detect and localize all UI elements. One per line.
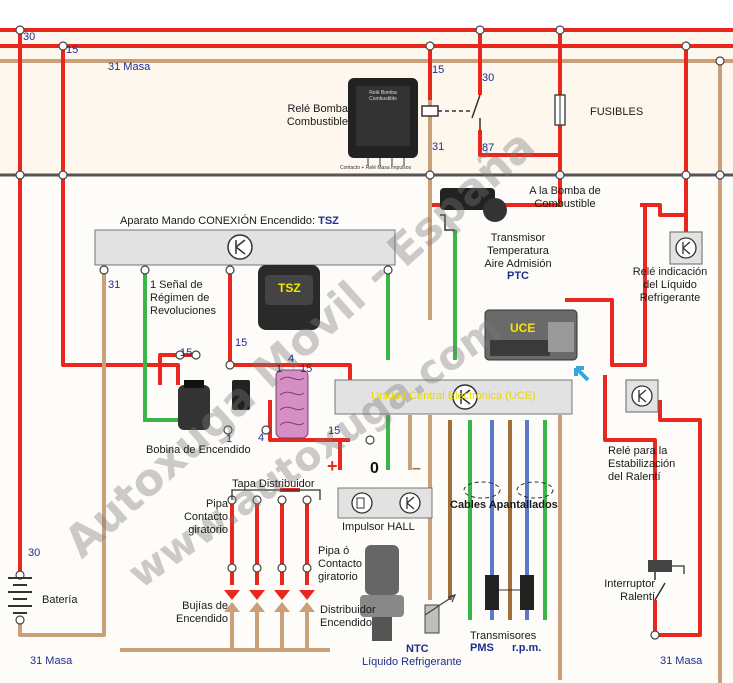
tsz-t31: 31	[108, 279, 121, 291]
hall-minus: –	[412, 460, 421, 477]
fuel-pump-relay	[348, 78, 418, 166]
idle-switch-label: Interruptor Ralentí	[604, 578, 655, 603]
tsz-control-unit	[94, 229, 396, 330]
ptc-label: Transmisor Temperatura Aire Admisión	[484, 232, 552, 270]
coil-label: Bobina de Encendido	[146, 444, 251, 456]
uce-central-bar	[334, 379, 573, 415]
spark-plug-bases	[224, 602, 315, 612]
distributor-cap	[231, 489, 404, 641]
coil-t1b: 1	[226, 433, 233, 445]
relay-t87: 87	[482, 142, 495, 154]
uce-badge: UCE	[510, 321, 536, 335]
coil-t1a: 1	[276, 363, 283, 375]
rotor-label: Pipa Contacto giratorio	[183, 498, 228, 536]
label-masa-top: 31 Masa	[108, 61, 151, 73]
ptc-name: PTC	[507, 270, 529, 282]
uce-t15: 15	[328, 425, 341, 437]
sensors-rpm: r.p.m.	[512, 642, 542, 654]
coolant-relay	[669, 231, 703, 265]
distributor-cap-label: Tapa Distribuidor	[232, 478, 315, 490]
relay-coolant-label: Relé indicación del Líquido Refrigerante	[632, 266, 708, 304]
coil-t15c: 15	[300, 363, 313, 375]
ntc-label: Líquido Refrigerante	[362, 656, 462, 668]
coil-t15a: 15	[180, 347, 193, 359]
relay-pump-label: Relé Bomba Combustible	[286, 103, 348, 128]
idle-relay-label: Relé para la Estabilización del Ralentí	[608, 445, 676, 483]
coil-t4b: 4	[258, 432, 265, 444]
idle-switch	[648, 560, 685, 601]
relay-t30: 30	[482, 72, 495, 84]
relay-box-text: Relé Bomba Combustible	[369, 90, 397, 102]
tsz-title: Aparato Mando CONEXIÓN Encendido: TSZ	[120, 215, 339, 228]
spark-plugs-label: Bujías de Encendido	[176, 600, 228, 625]
pump-label: A la Bomba de Combustible	[529, 185, 601, 210]
tsz-name: TSZ	[318, 215, 339, 227]
battery-label: Batería	[42, 594, 78, 606]
label-15-top: 15	[66, 44, 79, 56]
ntc-name: NTC	[406, 643, 429, 655]
connector-dots	[15, 25, 725, 640]
coil-t15b: 15	[235, 337, 248, 349]
sensors-label: Transmisores	[470, 630, 537, 642]
sensors-pms: PMS	[470, 642, 494, 654]
tsz-signal: 1 Señal de Régimen de Revoluciones	[150, 279, 217, 317]
shielded-cables-label: Cables Apantallados	[450, 499, 558, 511]
relay-contacts	[421, 94, 481, 130]
ignition-coil	[178, 369, 309, 439]
distributor-label: Distribuidor Encendido	[320, 604, 376, 629]
shield-ovals	[463, 481, 554, 499]
ptc-sensor	[440, 188, 507, 231]
idle-relay	[625, 379, 659, 413]
tsz-badge: TSZ	[278, 281, 301, 295]
masa-bottom-right: 31 Masa	[660, 655, 703, 667]
green-wires	[143, 230, 547, 620]
battery-t30: 30	[28, 547, 41, 559]
uce-module-picture	[484, 309, 590, 382]
tsz-title-text: Aparato Mando CONEXIÓN Encendido:	[120, 215, 316, 227]
masa-bottom-left: 31 Masa	[30, 655, 73, 667]
spark-plug-tips	[224, 590, 315, 600]
ntc-sensor	[424, 593, 457, 634]
hall-label: Impulsor HALL	[342, 521, 415, 533]
fuse	[554, 94, 566, 126]
relay-t15: 15	[432, 64, 445, 76]
hall-zero: 0	[370, 460, 379, 477]
relay-pins-text: Contacto + Relé Masa Impulsos	[340, 165, 412, 171]
fuses-label: FUSIBLES	[590, 106, 644, 118]
uce-bar-label: Unidad Central Electrónica (UCE)	[371, 390, 536, 402]
relay-t31: 31	[432, 141, 445, 153]
coil-t4a: 4	[288, 353, 295, 365]
label-30-top: 30	[23, 31, 36, 43]
pms-rpm-sensors	[485, 575, 534, 610]
battery-symbol	[8, 577, 32, 614]
hall-sender	[337, 487, 433, 519]
top-rails	[0, 28, 733, 177]
rotor2-label: Pipa ó Contacto giratorio	[318, 545, 363, 583]
hall-plus: +	[327, 456, 338, 476]
